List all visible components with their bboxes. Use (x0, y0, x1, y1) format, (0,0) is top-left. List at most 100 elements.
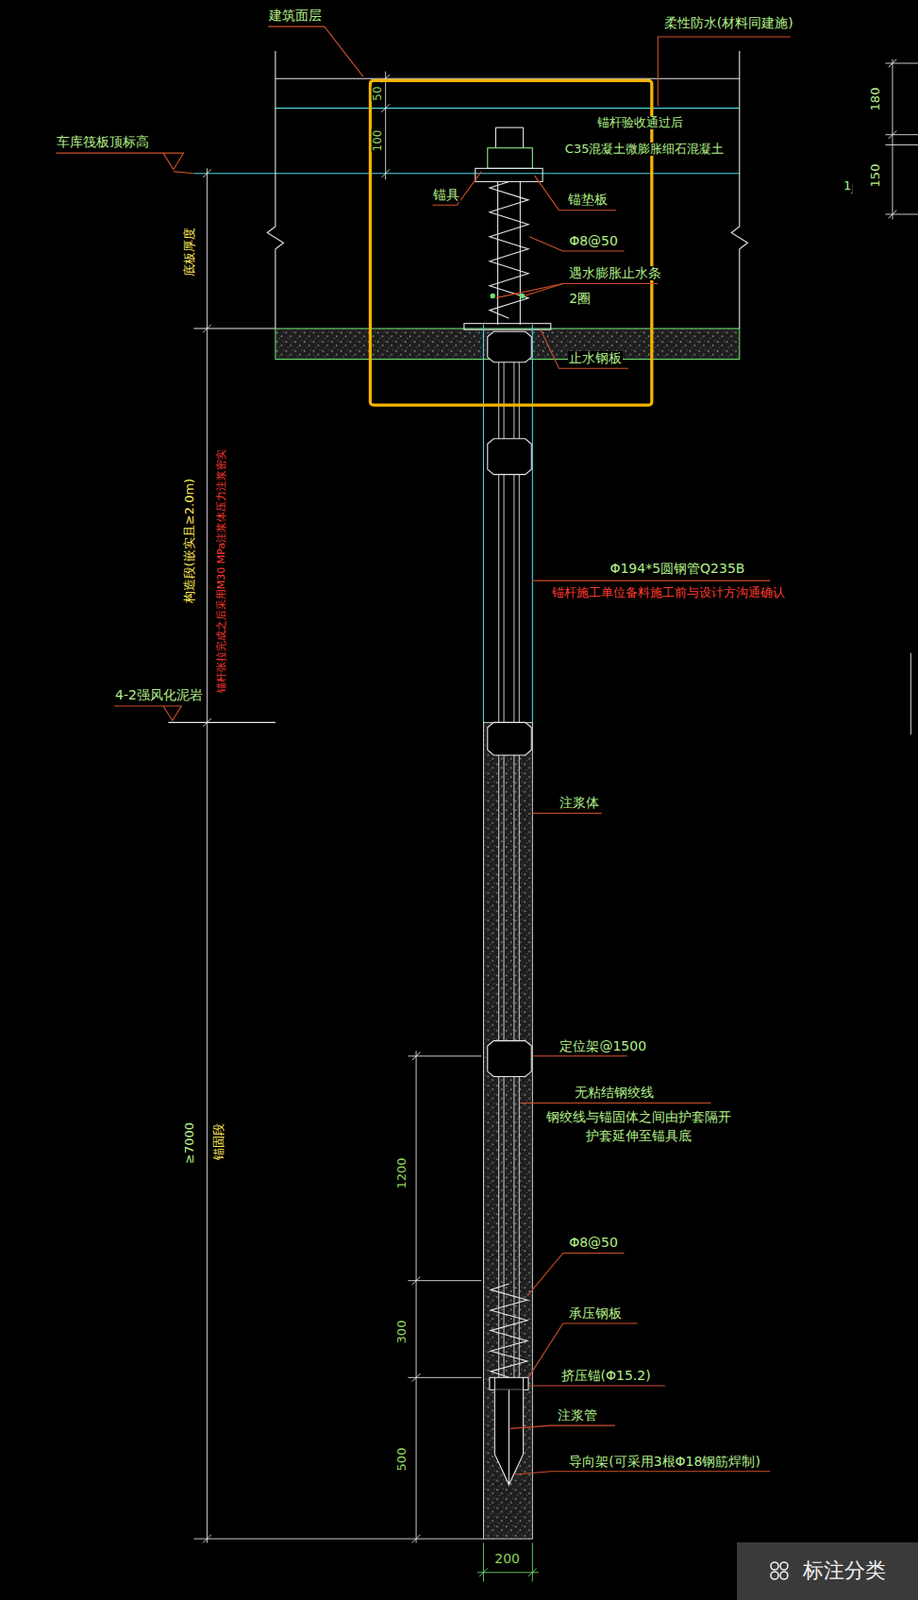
callout-label: 无粘结钢绞线 (573, 1084, 655, 1100)
leader-line (532, 1054, 628, 1056)
dimension-line (407, 1376, 482, 1378)
dimension-line (891, 59, 893, 220)
dimension-number: 1200 (395, 1156, 409, 1190)
callout-label: 锚具 (432, 187, 461, 202)
coupling-hexagon (487, 438, 532, 475)
dimension-line (193, 1537, 484, 1539)
elevation-label: 车库筏板顶标高 (55, 134, 151, 150)
steel-pipe (483, 324, 485, 725)
leader-line (519, 1101, 711, 1103)
elevation-marker (55, 152, 184, 169)
slab-lines (193, 328, 275, 330)
dimension-line (884, 144, 918, 146)
callout-label: 注浆管 (556, 1407, 599, 1422)
anchor-end (494, 1376, 496, 1389)
anchor-end (522, 1376, 524, 1389)
callout-label: 2圈 (567, 291, 592, 306)
anchor-end (489, 1283, 529, 1485)
callout-label: 建筑面层 (267, 8, 323, 23)
anchor-head (495, 127, 523, 129)
button-icon (780, 1570, 788, 1579)
callout-label: 承压钢板 (567, 1305, 623, 1320)
dimension-number: ≥7000 (183, 1120, 197, 1165)
note-text: C35混凝土微膨胀细石混凝土 (564, 142, 726, 156)
dimension-number: 50 (371, 85, 384, 102)
steel-strand (503, 362, 505, 1378)
callout-label: Φ8@50 (567, 233, 619, 249)
elevation-marker (167, 721, 276, 723)
slab-lines (193, 50, 748, 329)
leader-line (267, 26, 791, 1474)
button-icon (770, 1561, 779, 1569)
dimension-line (407, 1050, 482, 1542)
dimension-line (888, 59, 898, 68)
dimension-line (477, 1541, 539, 1581)
anchor-head (489, 293, 495, 299)
callout-label: 锚垫板 (567, 192, 609, 207)
callout-label: Φ8@50 (567, 1235, 619, 1250)
section-mark: 1 (842, 179, 852, 193)
slab-lines (275, 107, 740, 109)
grout-body (483, 721, 533, 1538)
callout-label: 止水钢板 (567, 350, 623, 366)
anchor-head (519, 293, 525, 299)
coupling-hexagon (487, 1040, 532, 1077)
dimension-line (384, 71, 386, 181)
leader-line (540, 329, 629, 368)
dimension-label: 锚固段 (213, 1120, 227, 1160)
leader-line (529, 1384, 666, 1386)
steel-pipe (483, 324, 533, 725)
dimension-line (483, 1541, 485, 1581)
note-text: 锚杆施工单位备料施工前与设计方沟通确认 (550, 585, 786, 600)
dimension-line (884, 63, 918, 65)
anchor-head (487, 148, 534, 169)
dimension-line (528, 1567, 537, 1576)
anchor-head (489, 181, 529, 318)
anchor-end (490, 1283, 528, 1377)
dimension-line (884, 214, 918, 216)
coupling-hexagon (487, 331, 532, 1076)
grout-body (483, 721, 533, 1538)
dimension-line (381, 168, 390, 178)
dimension-line (888, 210, 898, 219)
dimension-line (888, 130, 898, 139)
dimension-line (407, 1279, 482, 1281)
dimension-line (202, 168, 212, 178)
steel-pipe (532, 324, 534, 725)
button-icon (780, 1561, 788, 1569)
steel-strand (499, 362, 520, 1378)
dimension-line (381, 103, 390, 113)
note-text: 锚杆验收通过后 (596, 116, 685, 130)
anchor-head (497, 181, 499, 324)
button-text: 标注分类 (802, 1555, 886, 1585)
dimension-line (416, 1050, 418, 1542)
leader-line (532, 812, 602, 814)
stratum-label: 4-2强风化泥岩 (114, 687, 204, 702)
note-text: 锚杆张拉完成之后采用M30 MPa注浆体压力注浆密实 (216, 448, 228, 694)
callout-label: 钢绞线与锚固体之间由护套隔开 护套延伸至锚具底 (540, 1107, 736, 1145)
anchor-head (522, 127, 524, 149)
dimension-number: 100 (371, 129, 384, 153)
dimension-line (202, 324, 212, 334)
leader-line (534, 175, 617, 211)
elevation-marker (114, 705, 182, 720)
callout-label: Φ194*5圆钢管Q235B (608, 561, 746, 576)
dimension-number: 150 (868, 163, 883, 189)
leader-line (532, 580, 770, 582)
steel-strand (518, 362, 520, 1378)
callout-label: 挤压锚(Φ15.2) (560, 1368, 652, 1383)
dimension-line (193, 167, 484, 1542)
dimension-number: 200 (493, 1551, 521, 1566)
highlight-box (369, 80, 651, 405)
dimension-line (851, 59, 918, 735)
dimension-line (412, 1534, 421, 1543)
dimension-line (206, 167, 208, 1542)
anchor-head (475, 167, 543, 182)
callout-label: 遇水膨胀止水条 (567, 266, 663, 281)
leader-line (432, 171, 482, 206)
leader-line (515, 1470, 770, 1474)
steel-strand (498, 362, 500, 1378)
button-icon (770, 1570, 779, 1579)
dimension-line (532, 1541, 534, 1581)
